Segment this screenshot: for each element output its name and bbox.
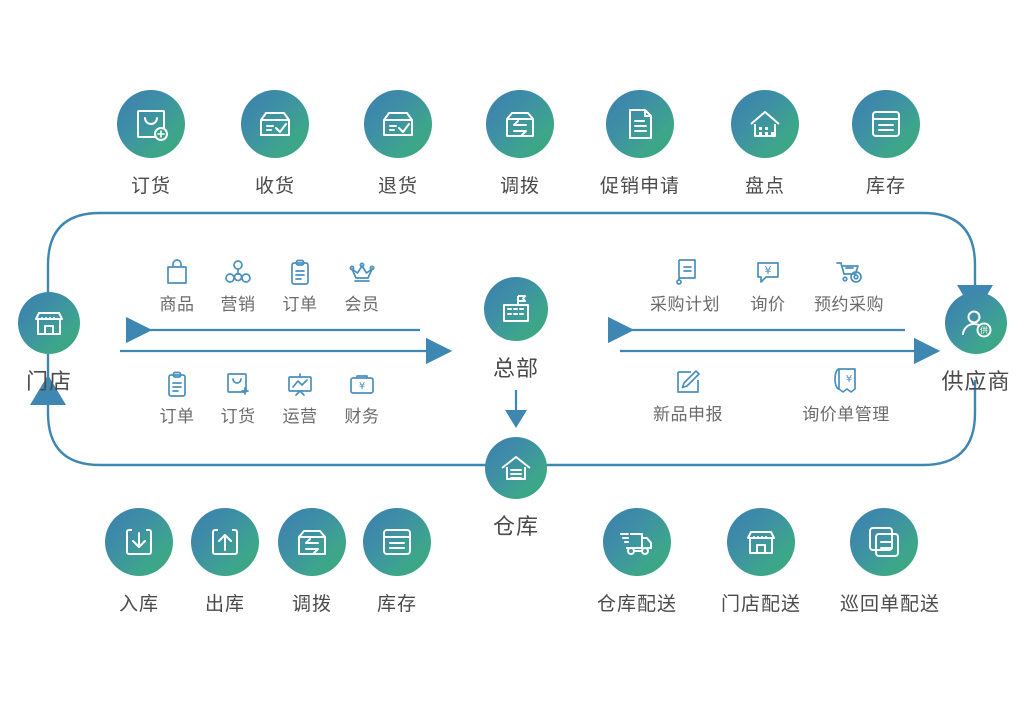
svg-text:¥: ¥: [765, 264, 772, 277]
mini-finance[interactable]: ¥ 财务: [319, 366, 405, 427]
mini-label: 订单: [159, 407, 195, 426]
store-front-icon: [18, 292, 80, 354]
bottom-item-label: 调拨: [291, 594, 332, 615]
marketing-network-icon: [195, 254, 281, 286]
mini-scheduled-purchase[interactable]: 预约采购: [789, 254, 909, 315]
mini-purchase-plan[interactable]: 采购计划: [625, 254, 745, 315]
anchor-warehouse-label: 仓库: [492, 514, 539, 539]
outbound-arrow-up-icon: [191, 508, 259, 576]
top-item-inventory[interactable]: 库存: [842, 90, 930, 198]
bottom-item-label: 门店配送: [720, 594, 801, 615]
mini-inquiry-sheet[interactable]: ¥ 询价单管理: [786, 364, 906, 425]
anchor-headquarters[interactable]: 总部: [477, 277, 555, 383]
anchor-warehouse[interactable]: 仓库: [477, 437, 555, 541]
svg-text:供: 供: [980, 325, 988, 335]
mini-new-product[interactable]: 新品申报: [628, 364, 748, 425]
mini-label: 运营: [282, 407, 318, 426]
anchor-store-label: 门店: [25, 369, 72, 394]
mini-label: 订货: [220, 407, 256, 426]
member-crown-icon: [319, 254, 405, 286]
inventory-box-lines-icon: [852, 90, 920, 158]
order-bag-plus-icon: [195, 366, 281, 398]
bottom-item-label: 出库: [204, 594, 245, 615]
inbound-arrow-down-icon: [105, 508, 173, 576]
top-item-label: 盘点: [744, 176, 785, 197]
delivery-truck-icon: [603, 508, 671, 576]
mini-label: 询价单管理: [802, 405, 890, 424]
top-item-label: 调拨: [499, 176, 540, 197]
mini-member[interactable]: 会员: [319, 254, 405, 315]
bottom-item-outbound[interactable]: 出库: [181, 508, 269, 616]
stocktake-house-icon: [731, 90, 799, 158]
mini-label: 会员: [344, 295, 380, 314]
top-item-label: 促销申请: [599, 176, 680, 197]
store-front-icon: [727, 508, 795, 576]
order-bag-plus-icon: [117, 90, 185, 158]
svg-text:¥: ¥: [359, 381, 365, 392]
bottom-item-inventory[interactable]: 库存: [353, 508, 441, 616]
supplier-person-icon: 供: [945, 292, 1007, 354]
bottom-item-warehouse-delivery[interactable]: 仓库配送: [593, 508, 681, 616]
bottom-item-label: 库存: [376, 594, 417, 615]
top-item-receive[interactable]: 收货: [231, 90, 319, 198]
mini-label: 预约采购: [814, 295, 884, 314]
inquiry-yen-bubble-icon: ¥: [725, 254, 811, 286]
mini-order[interactable]: 订单: [257, 254, 343, 315]
transfer-box-arrows-icon: [486, 90, 554, 158]
mini-label: 商品: [159, 295, 195, 314]
top-item-label: 库存: [865, 176, 906, 197]
top-item-return[interactable]: 退货: [354, 90, 442, 198]
anchor-headquarters-label: 总部: [492, 356, 539, 381]
purchase-plan-icon: [625, 254, 745, 286]
top-item-stocktake[interactable]: 盘点: [721, 90, 809, 198]
mini-label: 订单: [282, 295, 318, 314]
order-clipboard-icon: [134, 366, 220, 398]
transfer-box-arrows-icon: [278, 508, 346, 576]
new-product-pencil-icon: [628, 364, 748, 396]
mini-product[interactable]: 商品: [134, 254, 220, 315]
anchor-store[interactable]: 门店: [10, 292, 88, 396]
promotion-document-icon: [606, 90, 674, 158]
bottom-item-store-delivery[interactable]: 门店配送: [717, 508, 805, 616]
scheduled-purchase-cart-icon: [789, 254, 909, 286]
bottom-item-label: 仓库配送: [596, 594, 677, 615]
finance-yen-case-icon: ¥: [319, 366, 405, 398]
route-documents-icon: [850, 508, 918, 576]
bottom-item-inbound[interactable]: 入库: [95, 508, 183, 616]
mini-label: 营销: [220, 295, 256, 314]
bottom-item-label: 巡回单配送: [840, 594, 941, 615]
top-item-promotion[interactable]: 促销申请: [596, 90, 684, 198]
top-item-label: 订货: [130, 176, 171, 197]
return-box-check-icon: [364, 90, 432, 158]
mini-label: 采购计划: [650, 295, 720, 314]
top-item-transfer[interactable]: 调拨: [476, 90, 564, 198]
product-bag-icon: [134, 254, 220, 286]
anchor-supplier-label: 供应商: [941, 369, 1011, 394]
receive-box-check-icon: [241, 90, 309, 158]
svg-text:¥: ¥: [846, 374, 852, 385]
top-item-label: 收货: [254, 176, 295, 197]
order-clipboard-icon: [257, 254, 343, 286]
mini-label: 财务: [344, 407, 380, 426]
mini-operations[interactable]: 运营: [257, 366, 343, 427]
top-item-order[interactable]: 订货: [107, 90, 195, 198]
mini-marketing[interactable]: 营销: [195, 254, 281, 315]
mini-ordering[interactable]: 订货: [195, 366, 281, 427]
mini-order-2[interactable]: 订单: [134, 366, 220, 427]
mini-label: 询价: [750, 295, 786, 314]
warehouse-icon: [485, 437, 547, 499]
inventory-box-lines-icon: [363, 508, 431, 576]
bottom-item-label: 入库: [118, 594, 159, 615]
anchor-supplier[interactable]: 供 供应商: [937, 292, 1015, 396]
operations-chart-icon: [257, 366, 343, 398]
headquarters-building-icon: [484, 277, 548, 341]
bottom-item-transfer[interactable]: 调拨: [268, 508, 356, 616]
bottom-item-route-delivery[interactable]: 巡回单配送: [840, 508, 941, 616]
top-item-label: 退货: [377, 176, 418, 197]
inquiry-sheet-manage-icon: ¥: [786, 364, 906, 396]
mini-label: 新品申报: [653, 405, 723, 424]
mini-inquiry[interactable]: ¥ 询价: [725, 254, 811, 315]
